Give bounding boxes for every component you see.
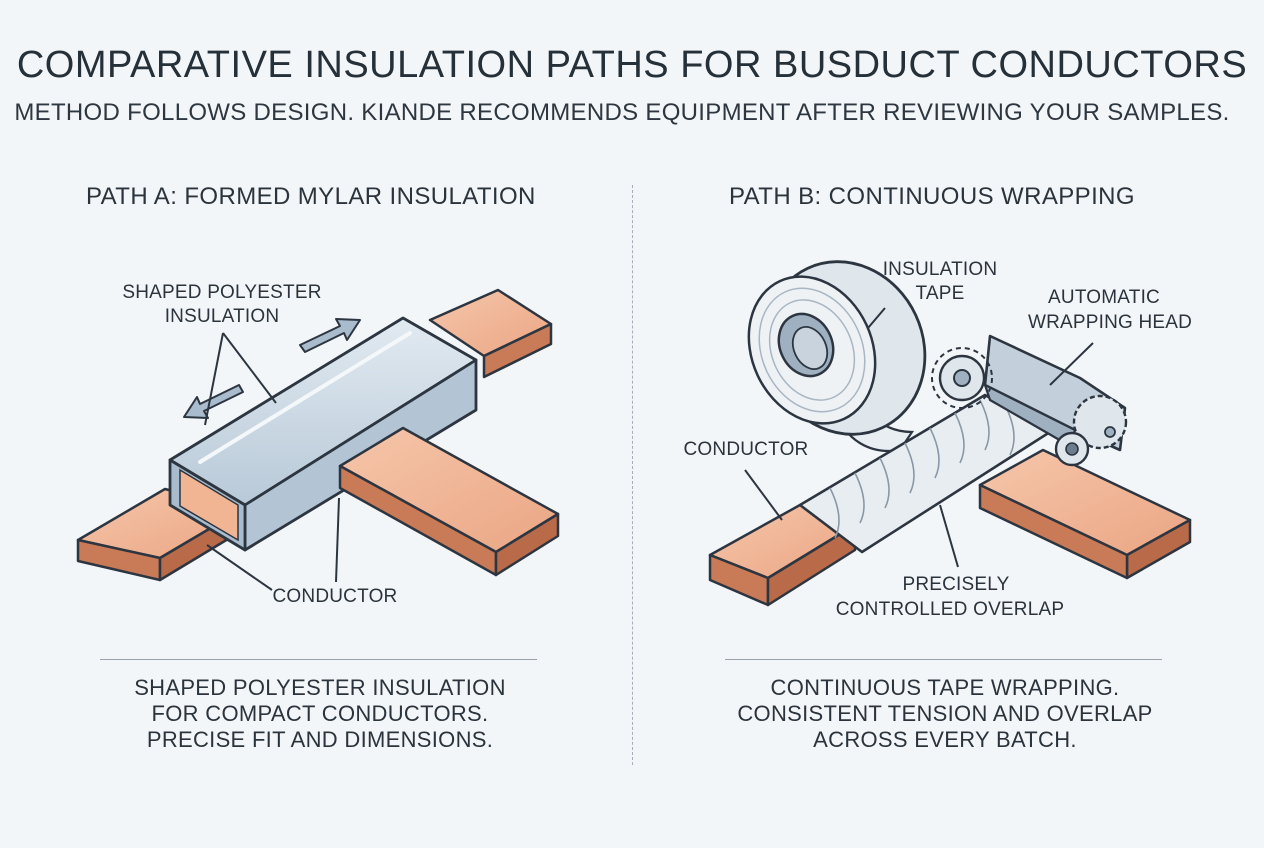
path-a-summary-line: SHAPED POLYESTER INSULATION — [134, 675, 506, 700]
conductor-bar-b-right — [978, 448, 1192, 580]
center-divider — [632, 185, 633, 765]
path-b-rule — [725, 659, 1162, 660]
path-b-summary-line: CONTINUOUS TAPE WRAPPING. — [770, 675, 1120, 700]
label-conductor-b: CONDUCTOR — [684, 439, 809, 460]
path-a-heading: PATH A: FORMED MYLAR INSULATION — [86, 183, 536, 210]
label-conductor-a: CONDUCTOR — [273, 586, 398, 607]
label-shaped-polyester-line2: INSULATION — [165, 306, 280, 327]
label-overlap-line2: CONTROLLED OVERLAP — [836, 599, 1065, 620]
conductor-bar-back — [428, 288, 553, 379]
path-b-summary-line: CONSISTENT TENSION AND OVERLAP — [737, 701, 1153, 726]
path-a-leaders — [204, 332, 340, 591]
page-title: COMPARATIVE INSULATION PATHS FOR BUSDUCT… — [16, 44, 1248, 86]
path-b-summary-line: ACROSS EVERY BATCH. — [813, 727, 1077, 752]
path-a-summary-line: PRECISE FIT AND DIMENSIONS. — [146, 727, 494, 752]
label-insulation-tape-line1: INSULATION — [883, 259, 998, 280]
label-overlap-line1: PRECISELY — [902, 574, 1009, 595]
path-b-illustration: INSULATION TAPE AUTOMATIC WRAPPING HEAD … — [684, 259, 1192, 620]
conductor-bar-b-front — [708, 503, 857, 607]
path-b-summary: CONTINUOUS TAPE WRAPPING. CONSISTENT TEN… — [715, 675, 1175, 753]
page-subtitle: METHOD FOLLOWS DESIGN. KIANDE RECOMMENDS… — [14, 99, 1230, 126]
path-a-summary: SHAPED POLYESTER INSULATION FOR COMPACT … — [90, 675, 550, 753]
label-insulation-tape-line2: TAPE — [915, 283, 964, 304]
wrapping-head-icon — [931, 334, 1128, 467]
tape-roll-icon — [747, 260, 927, 436]
path-a-rule — [100, 659, 537, 660]
conductor-bar-right — [338, 426, 560, 577]
path-a-summary-line: FOR COMPACT CONDUCTORS. — [151, 701, 489, 726]
path-b-leaders — [744, 307, 1094, 568]
path-b-heading: PATH B: CONTINUOUS WRAPPING — [729, 183, 1135, 210]
slide-arrow-icon — [183, 318, 361, 419]
label-wrapping-head-line1: AUTOMATIC — [1048, 287, 1160, 308]
path-a-illustration: SHAPED POLYESTER INSULATION CONDUCTOR — [76, 282, 560, 607]
label-wrapping-head-line2: WRAPPING HEAD — [1028, 312, 1192, 333]
label-shaped-polyester-line1: SHAPED POLYESTER — [122, 282, 321, 303]
